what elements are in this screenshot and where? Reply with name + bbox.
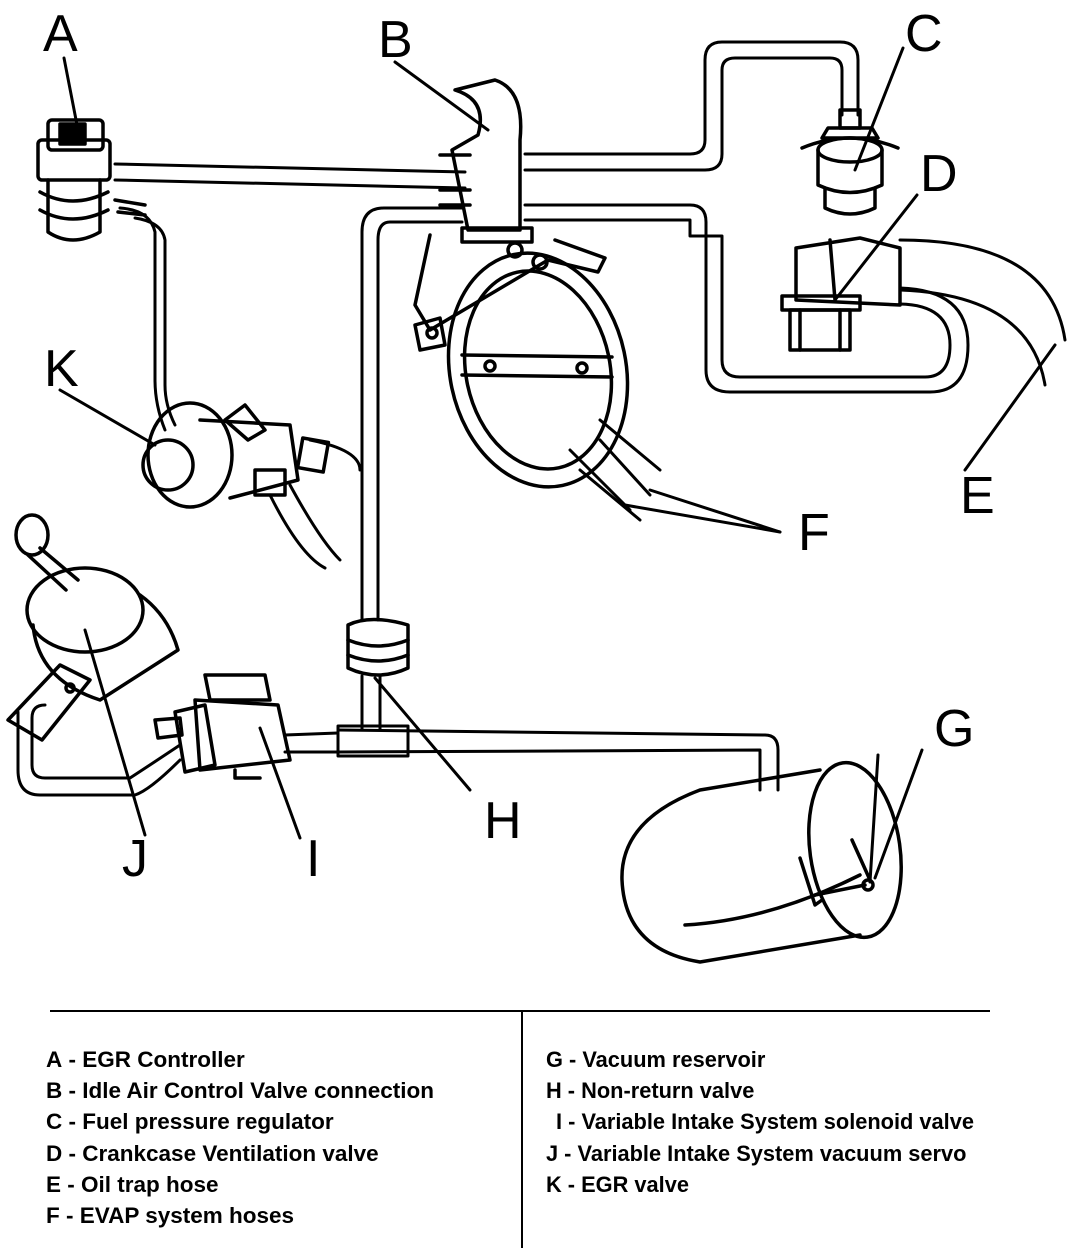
vacuum-reservoir-drawing bbox=[620, 760, 903, 964]
hose-egr-controller-to-egr-valve bbox=[118, 206, 177, 432]
leader-lines bbox=[58, 46, 1057, 884]
callout-k: K bbox=[44, 340, 79, 398]
idle-air-port-drawing bbox=[438, 78, 534, 244]
fuel-pressure-regulator-drawing bbox=[800, 108, 900, 216]
legend-divider bbox=[521, 1012, 523, 1248]
hose-non-return-valve-down bbox=[360, 674, 382, 732]
legend-right-column: G - Vacuum reservoir H - Non-return valv… bbox=[546, 1044, 974, 1200]
hose-tee-to-reservoir bbox=[336, 724, 780, 792]
vis-solenoid-valve-drawing bbox=[153, 673, 292, 780]
legend-item-e: E - Oil trap hose bbox=[46, 1171, 219, 1197]
hose-egr-valve-exhaust bbox=[268, 438, 362, 570]
legend-item-i: I - Variable Intake System solenoid valv… bbox=[556, 1109, 974, 1135]
callout-c: C bbox=[905, 5, 943, 63]
hose-port-to-reservoir-vertical bbox=[360, 206, 464, 622]
callout-f: F bbox=[798, 504, 830, 562]
legend-item-k: K - EGR valve bbox=[546, 1171, 689, 1197]
legend-top-rule bbox=[50, 1010, 990, 1012]
legend-item-a: A - EGR Controller bbox=[46, 1047, 245, 1072]
non-return-valve-drawing bbox=[346, 617, 410, 677]
crankcase-ventilation-valve-drawing bbox=[780, 236, 902, 352]
legend-item-c: C - Fuel pressure regulator bbox=[46, 1109, 334, 1135]
callout-i: I bbox=[306, 830, 321, 888]
hose-solenoid-to-tee bbox=[283, 731, 340, 754]
legend-item-d: D - Crankcase Ventilation valve bbox=[46, 1140, 379, 1166]
hose-egr-controller-to-port bbox=[113, 162, 467, 190]
callout-g: G bbox=[934, 700, 975, 758]
legend-item-b: B - Idle Air Control Valve connection bbox=[46, 1078, 434, 1104]
legend-item-h: H - Non-return valve bbox=[546, 1078, 755, 1104]
callout-e: E bbox=[960, 467, 995, 525]
hose-solenoid-to-servo bbox=[16, 703, 182, 797]
hoses-evap bbox=[568, 418, 662, 522]
callout-b: B bbox=[378, 11, 413, 69]
legend-item-f: F - EVAP system hoses bbox=[46, 1202, 295, 1228]
legend-left-column: A - EGR Controller B - Idle Air Control … bbox=[46, 1044, 434, 1231]
callout-a: A bbox=[43, 5, 78, 63]
hose-port-to-crankcase-valve bbox=[523, 203, 970, 394]
callout-h: H bbox=[484, 792, 522, 850]
legend-item-g: G - Vacuum reservoir bbox=[546, 1047, 766, 1072]
egr-valve-drawing bbox=[141, 401, 331, 509]
hose-port-to-fuel-regulator bbox=[523, 40, 860, 172]
callout-j: J bbox=[122, 830, 148, 888]
vis-vacuum-servo-drawing bbox=[6, 513, 180, 742]
throttle-body-drawing bbox=[413, 233, 630, 489]
legend-item-j: J - Variable Intake System vacuum servo bbox=[546, 1140, 967, 1166]
vacuum-hose-diagram bbox=[6, 40, 1067, 964]
callout-d: D bbox=[920, 145, 958, 203]
